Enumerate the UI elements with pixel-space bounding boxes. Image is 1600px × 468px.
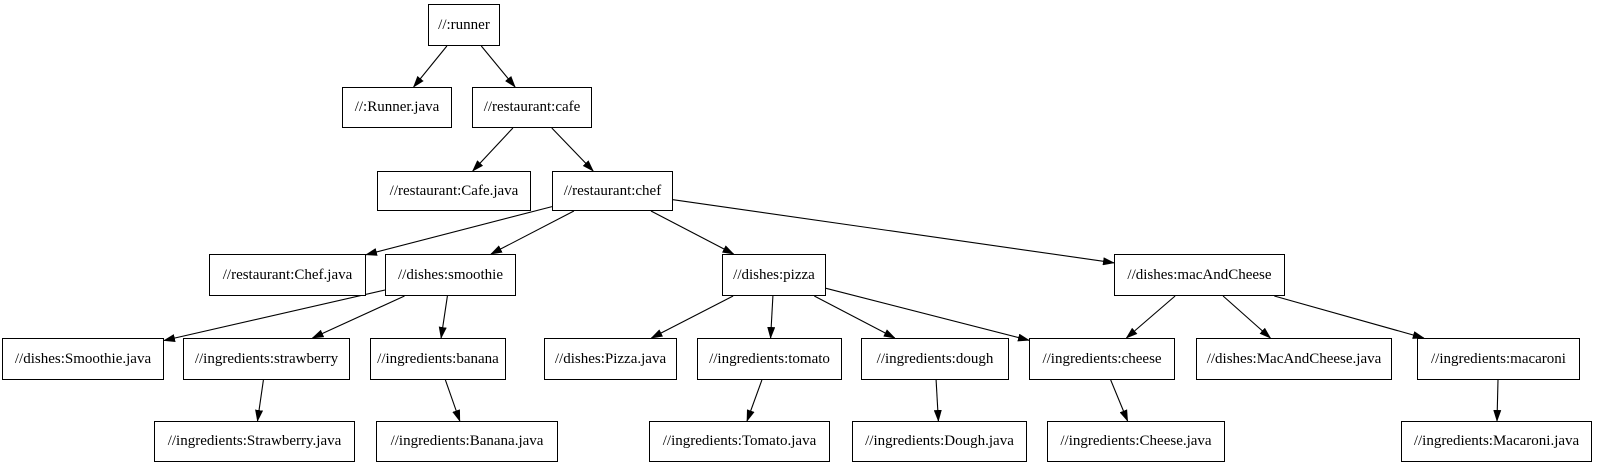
graph-node-tomato: //ingredients:tomato: [697, 338, 842, 380]
graph-node-mac_and_cheese_java: //dishes:MacAndCheese.java: [1196, 338, 1392, 380]
graph-node-runner_java: //:Runner.java: [342, 87, 452, 128]
graph-node-cheese: //ingredients:cheese: [1029, 338, 1175, 380]
graph-edge-mac_and_cheese-to-cheese: [1125, 295, 1176, 339]
graph-node-dough: //ingredients:dough: [861, 338, 1009, 380]
graph-node-strawberry: //ingredients:strawberry: [183, 338, 350, 380]
graph-edge-smoothie-to-strawberry: [311, 295, 405, 339]
graph-node-chef_java: //restaurant:Chef.java: [209, 254, 366, 296]
graph-node-mac_and_cheese: //dishes:macAndCheese: [1114, 254, 1285, 296]
graph-node-cafe: //restaurant:cafe: [472, 87, 592, 128]
graph-node-pizza: //dishes:pizza: [722, 254, 826, 296]
graph-node-chef: //restaurant:chef: [552, 171, 673, 211]
graph-edge-smoothie-to-banana: [438, 295, 448, 339]
graph-edge-chef-to-chef_java: [365, 206, 553, 256]
graph-node-cafe_java: //restaurant:Cafe.java: [377, 171, 531, 211]
graph-edge-macaroni-to-macaroni_java: [1493, 379, 1502, 422]
graph-edge-runner-to-cafe: [480, 45, 516, 88]
graph-node-macaroni: //ingredients:macaroni: [1417, 338, 1580, 380]
graph-node-smoothie_java: //dishes:Smoothie.java: [2, 338, 164, 380]
graph-edge-runner-to-runner_java: [412, 45, 448, 88]
graph-node-smoothie: //dishes:smoothie: [385, 254, 516, 296]
graph-edge-chef-to-smoothie: [490, 210, 575, 255]
graph-node-runner: //:runner: [428, 4, 500, 46]
graph-edge-pizza-to-dough: [814, 295, 896, 339]
graph-node-banana_java: //ingredients:Banana.java: [376, 421, 558, 462]
graph-node-macaroni_java: //ingredients:Macaroni.java: [1401, 421, 1592, 462]
graph-node-pizza_java: //dishes:Pizza.java: [544, 338, 677, 380]
graph-edge-strawberry-to-strawberry_java: [255, 379, 264, 422]
graph-edge-smoothie-to-smoothie_java: [163, 289, 386, 342]
graph-edge-mac_and_cheese-to-macaroni: [1274, 295, 1425, 339]
graph-node-cheese_java: //ingredients:Cheese.java: [1047, 421, 1225, 462]
graph-edge-tomato-to-tomato_java: [746, 379, 763, 422]
graph-edge-dough-to-dough_java: [933, 379, 942, 422]
graph-edge-banana-to-banana_java: [444, 379, 461, 422]
graph-edge-pizza-to-pizza_java: [650, 295, 734, 339]
graph-edge-pizza-to-cheese: [825, 287, 1030, 342]
graph-node-strawberry_java: //ingredients:Strawberry.java: [154, 421, 355, 462]
graph-edge-cheese-to-cheese_java: [1110, 379, 1129, 422]
graph-edge-cafe-to-chef: [551, 127, 594, 172]
graph-edge-cafe-to-cafe_java: [472, 127, 514, 172]
graph-edge-pizza-to-tomato: [767, 295, 776, 339]
graph-edge-chef-to-mac_and_cheese: [672, 199, 1115, 266]
graph-node-tomato_java: //ingredients:Tomato.java: [649, 421, 830, 462]
graph-edge-mac_and_cheese-to-mac_and_cheese_java: [1222, 295, 1272, 339]
graph-node-dough_java: //ingredients:Dough.java: [852, 421, 1027, 462]
edge-group: [163, 45, 1502, 422]
graph-edge-chef-to-pizza: [650, 210, 735, 255]
graph-node-banana: //ingredients:banana: [370, 338, 506, 380]
